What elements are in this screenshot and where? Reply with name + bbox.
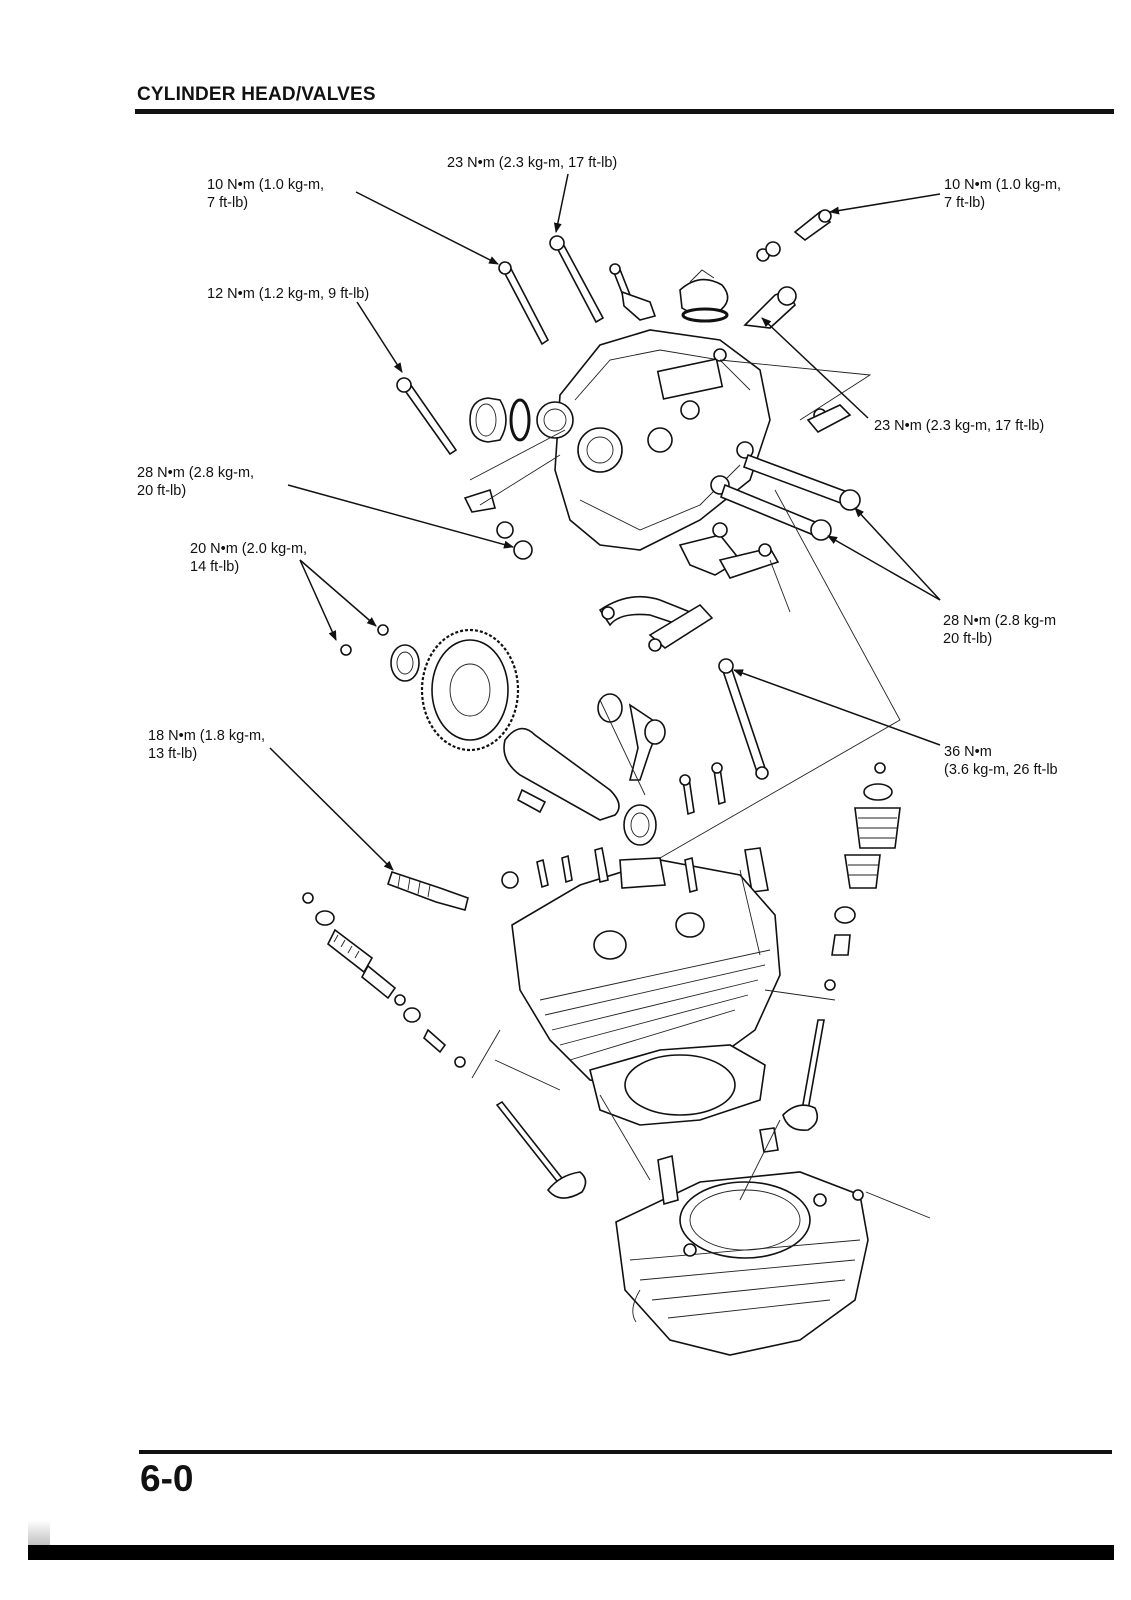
footer-bar: [28, 1545, 1114, 1560]
torque-label: 18 N•m (1.8 kg-m,13 ft-lb): [148, 728, 266, 762]
reference-lines: [469, 359, 901, 1201]
head-cover: [536, 329, 771, 551]
cylinder: [615, 1127, 931, 1356]
scan-artifact: [28, 1520, 50, 1546]
top-bolts: [396, 235, 657, 456]
torque-label: 36 N•m(3.6 kg-m, 26 ft-lb: [944, 744, 1058, 778]
oil-filler-cap: [679, 269, 729, 323]
header-rule: [135, 109, 1114, 114]
torque-label: 23 N•m (2.3 kg-m, 17 ft-lb): [874, 418, 1045, 434]
small-bolts-mid: [679, 762, 769, 893]
valve-springs-right: [824, 762, 901, 991]
torque-label: 23 N•m (2.3 kg-m, 17 ft-lb): [447, 155, 618, 171]
cam-chain-tensioner: [597, 693, 666, 781]
torque-label: 20 N•m (2.0 kg-m,14 ft-lb): [190, 541, 308, 575]
spark-plug: [386, 870, 469, 911]
exhaust-valve: [782, 1019, 825, 1132]
leader-lines: [269, 173, 941, 871]
footer-rule: [139, 1450, 1112, 1454]
section-title: CYLINDER HEAD/VALVES: [137, 84, 376, 105]
torque-label: 28 N•m (2.8 kg-m,20 ft-lb): [137, 465, 255, 499]
cylinder-head: [501, 846, 781, 1091]
torque-label: 10 N•m (1.0 kg-m,7 ft-lb): [944, 177, 1062, 211]
intake-valve: [495, 1100, 587, 1199]
cam-sprocket: [340, 624, 520, 752]
page-number: 6-0: [140, 1458, 194, 1499]
camshaft: [503, 727, 657, 846]
side-bolts: [463, 453, 861, 560]
valve-springs-left: [302, 892, 466, 1068]
rocker-arms: [598, 522, 780, 652]
right-top-fittings: [713, 209, 852, 434]
head-gasket: [589, 1044, 766, 1126]
long-bolt-36nm: [718, 658, 769, 780]
torque-label: 12 N•m (1.2 kg-m, 9 ft-lb): [207, 286, 370, 302]
cap-and-oring: [469, 397, 531, 443]
torque-label: 10 N•m (1.0 kg-m,7 ft-lb): [207, 177, 325, 211]
